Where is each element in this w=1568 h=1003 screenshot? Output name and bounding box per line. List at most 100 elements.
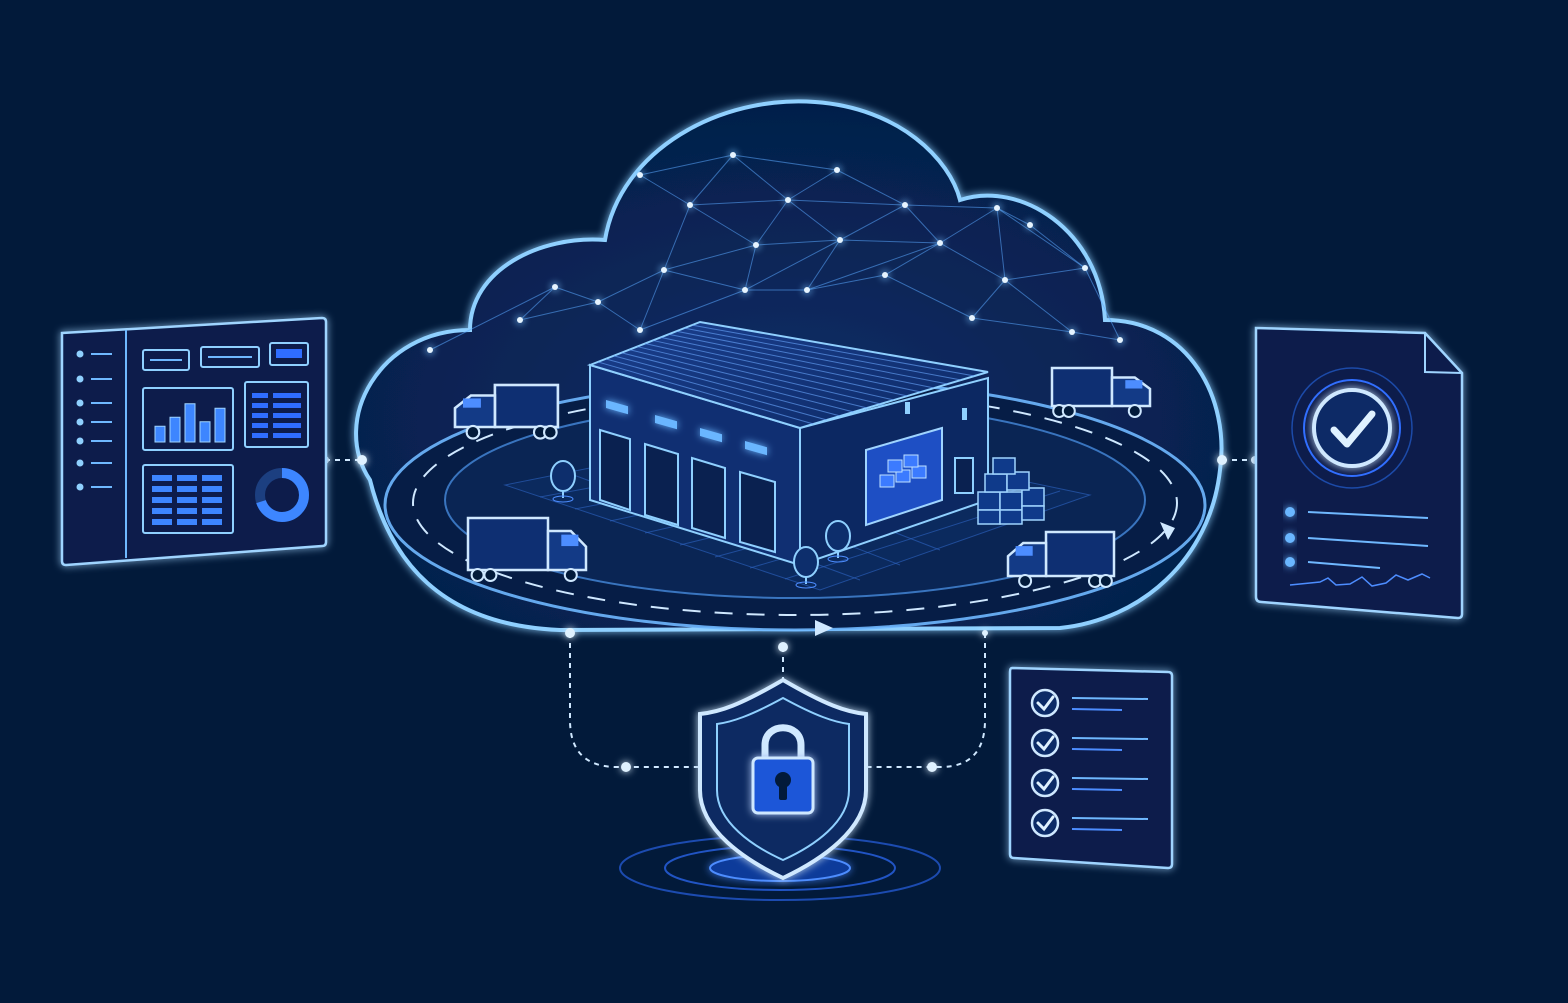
verified-document-icon <box>1254 326 1464 620</box>
shield-lock-icon <box>619 677 941 901</box>
sidebar-dot <box>76 350 84 358</box>
table-cell <box>202 519 222 525</box>
network-mesh <box>429 154 1121 351</box>
sidebar-dot <box>76 459 84 467</box>
checklist-icon <box>1008 666 1174 870</box>
truck-window <box>1125 380 1143 389</box>
mesh-link <box>597 269 665 303</box>
mesh-link <box>663 269 746 291</box>
checklist-line <box>1071 817 1149 820</box>
mesh-node <box>785 197 791 203</box>
mesh-link <box>939 242 1006 281</box>
truck-wheel <box>542 424 558 440</box>
mesh-node <box>661 267 667 273</box>
table-cell <box>202 508 222 514</box>
truck-wheel <box>483 568 498 582</box>
mesh-link <box>806 242 941 291</box>
tree-icon <box>793 546 819 589</box>
mesh-node <box>1082 265 1088 271</box>
mesh-link <box>639 174 691 206</box>
dashboard-bar-chart <box>154 403 226 443</box>
mesh-link <box>755 199 789 246</box>
table-cell <box>177 519 197 525</box>
sidebar-dot <box>76 437 84 445</box>
mesh-node <box>753 242 759 248</box>
mesh-node <box>730 152 736 158</box>
table-cell <box>252 413 268 418</box>
table-cell <box>177 508 197 514</box>
mesh-link <box>689 204 757 246</box>
table-cell <box>252 393 268 398</box>
table-cell <box>202 475 222 481</box>
mesh-link <box>839 239 941 244</box>
mesh-link <box>996 207 1031 226</box>
table-cell <box>273 393 301 398</box>
truck-trailer <box>466 516 550 572</box>
checklist-items <box>1030 688 1149 838</box>
truck-icon <box>466 516 588 582</box>
truck-icon <box>1006 530 1116 588</box>
mesh-link <box>806 274 886 291</box>
mesh-node <box>517 317 523 323</box>
mesh-link <box>787 169 838 201</box>
mesh-link <box>519 286 556 321</box>
check-circle-icon <box>1030 688 1060 718</box>
tree-icon <box>550 460 576 503</box>
truck-wheel <box>1127 404 1142 418</box>
truck-trailer <box>1044 530 1116 578</box>
table-cell <box>273 413 301 418</box>
table-cell <box>202 497 222 503</box>
mesh-node <box>427 347 433 353</box>
check-circle-icon <box>1030 768 1060 798</box>
mesh-link <box>597 301 641 331</box>
mesh-link <box>429 286 556 351</box>
truck-window <box>462 398 481 408</box>
checklist-line <box>1071 788 1123 791</box>
tree-icon <box>825 520 851 563</box>
mesh-link <box>744 244 757 291</box>
dashboard-bar <box>154 425 166 443</box>
mesh-node <box>552 284 558 290</box>
mesh-link <box>806 239 841 291</box>
cargo-boxes-icon <box>977 457 1045 525</box>
truck-window <box>1015 546 1033 556</box>
sidebar-dot <box>76 483 84 491</box>
truck-wheel <box>465 424 481 440</box>
truck-wheel <box>1018 574 1033 588</box>
mesh-link <box>904 204 941 244</box>
table-cell <box>202 486 222 492</box>
table-cell <box>252 403 268 408</box>
mesh-link <box>732 154 789 201</box>
mesh-node <box>994 205 1000 211</box>
checklist-line <box>1071 777 1149 780</box>
sidebar-dot <box>76 399 84 407</box>
dashboard-bar <box>199 421 211 443</box>
mesh-node <box>937 240 943 246</box>
table-cell <box>177 497 197 503</box>
dashboard-panel-icon <box>60 316 328 567</box>
table-cell <box>177 486 197 492</box>
table-cell <box>273 403 301 408</box>
mesh-node <box>837 237 843 243</box>
mesh-link <box>1029 224 1086 269</box>
mesh-node <box>902 202 908 208</box>
table-cell <box>252 433 268 438</box>
mesh-node <box>637 172 643 178</box>
dashboard-bar <box>169 416 181 443</box>
table-cell <box>152 486 172 492</box>
mesh-link <box>1004 279 1073 333</box>
mesh-link <box>884 242 941 276</box>
table-cell <box>152 475 172 481</box>
mesh-node <box>969 315 975 321</box>
table-cell <box>177 475 197 481</box>
mesh-link <box>971 279 1006 319</box>
truck-wheel <box>470 568 485 582</box>
mesh-node <box>834 167 840 173</box>
mesh-link <box>639 289 746 331</box>
checklist-line <box>1071 737 1149 740</box>
truck-wheel <box>1098 574 1113 588</box>
checkmark-icon <box>1036 775 1055 792</box>
table-cell <box>273 433 301 438</box>
mesh-link <box>939 207 998 244</box>
